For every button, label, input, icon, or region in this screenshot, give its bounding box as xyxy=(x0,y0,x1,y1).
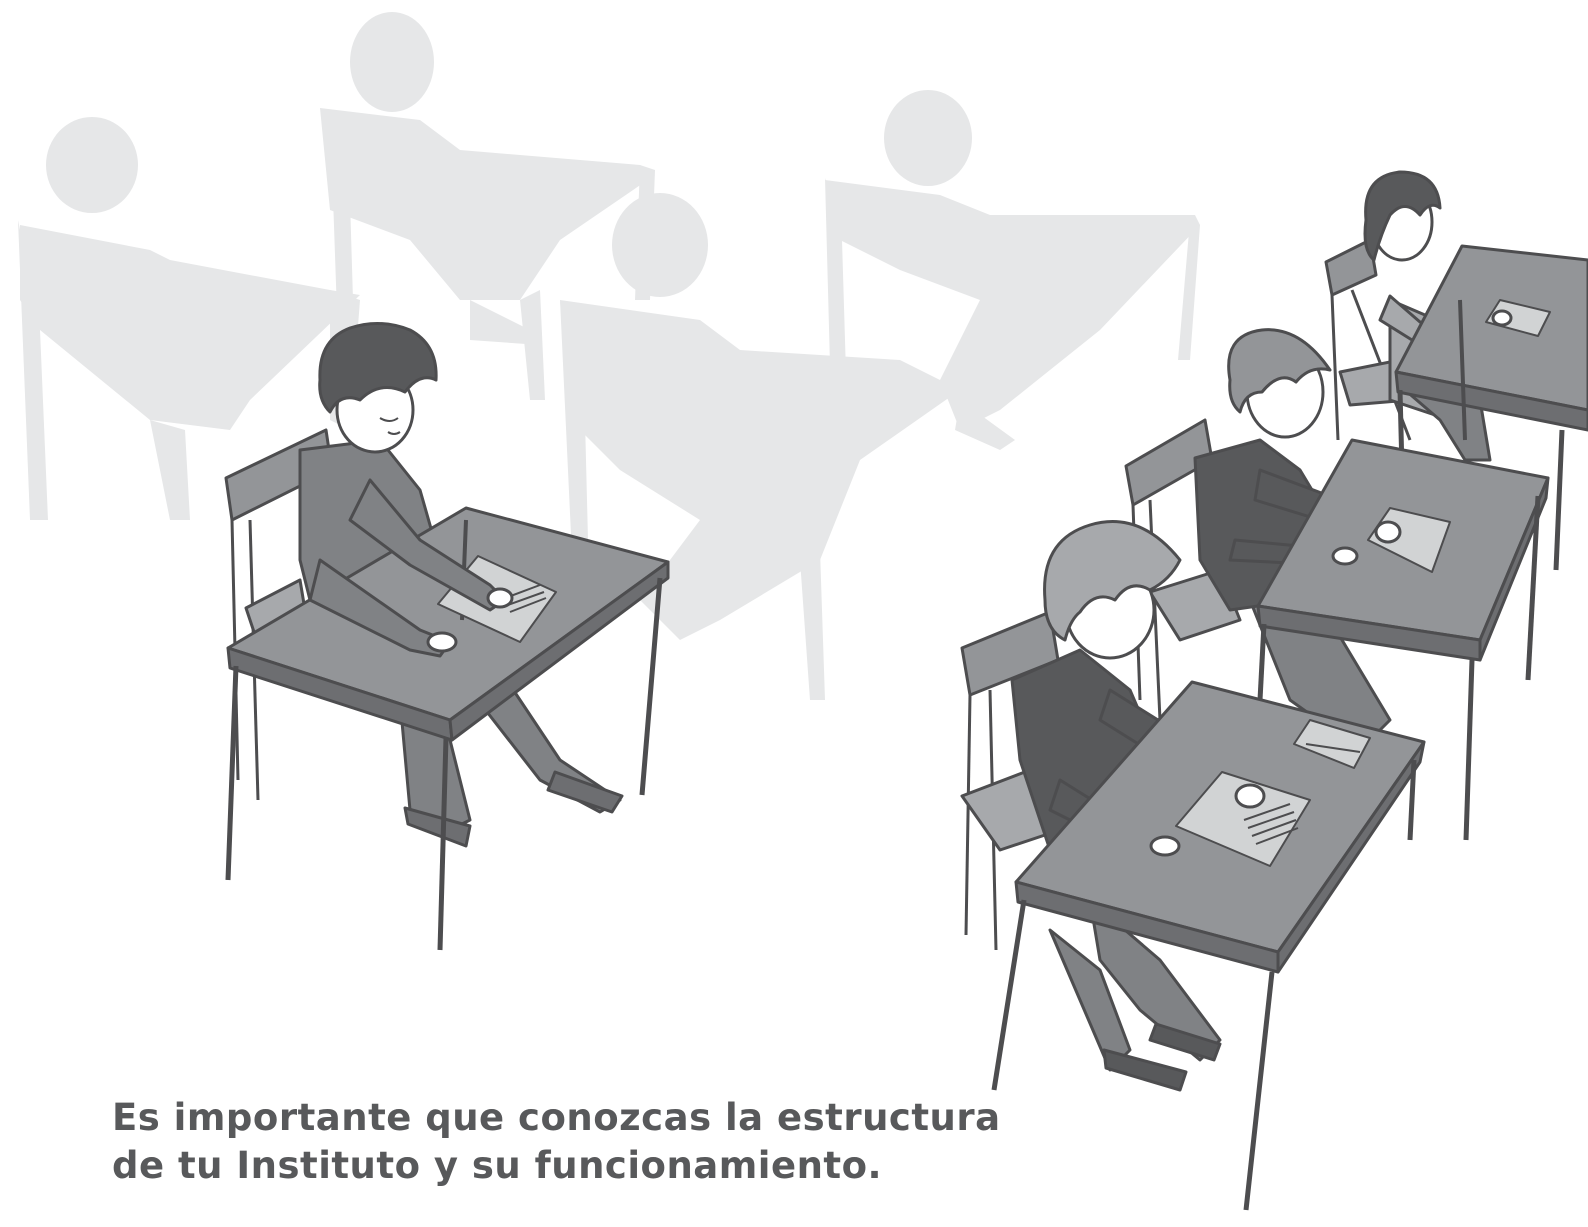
student-middle-right xyxy=(1124,328,1550,841)
student-left-hair xyxy=(318,322,438,414)
shadow-student-4 xyxy=(825,90,1200,450)
student-front-right xyxy=(960,520,1426,1211)
caption-line-1: Es importante que conozcas la estructura xyxy=(112,1096,1001,1139)
shadow-student-3 xyxy=(560,193,960,700)
caption-line-2: de tu Instituto y su funcionamiento. xyxy=(112,1144,883,1187)
caption-text: Es importante que conozcas la estructura… xyxy=(112,1094,1001,1190)
student-left xyxy=(224,322,670,951)
student-back-right xyxy=(1324,170,1588,571)
